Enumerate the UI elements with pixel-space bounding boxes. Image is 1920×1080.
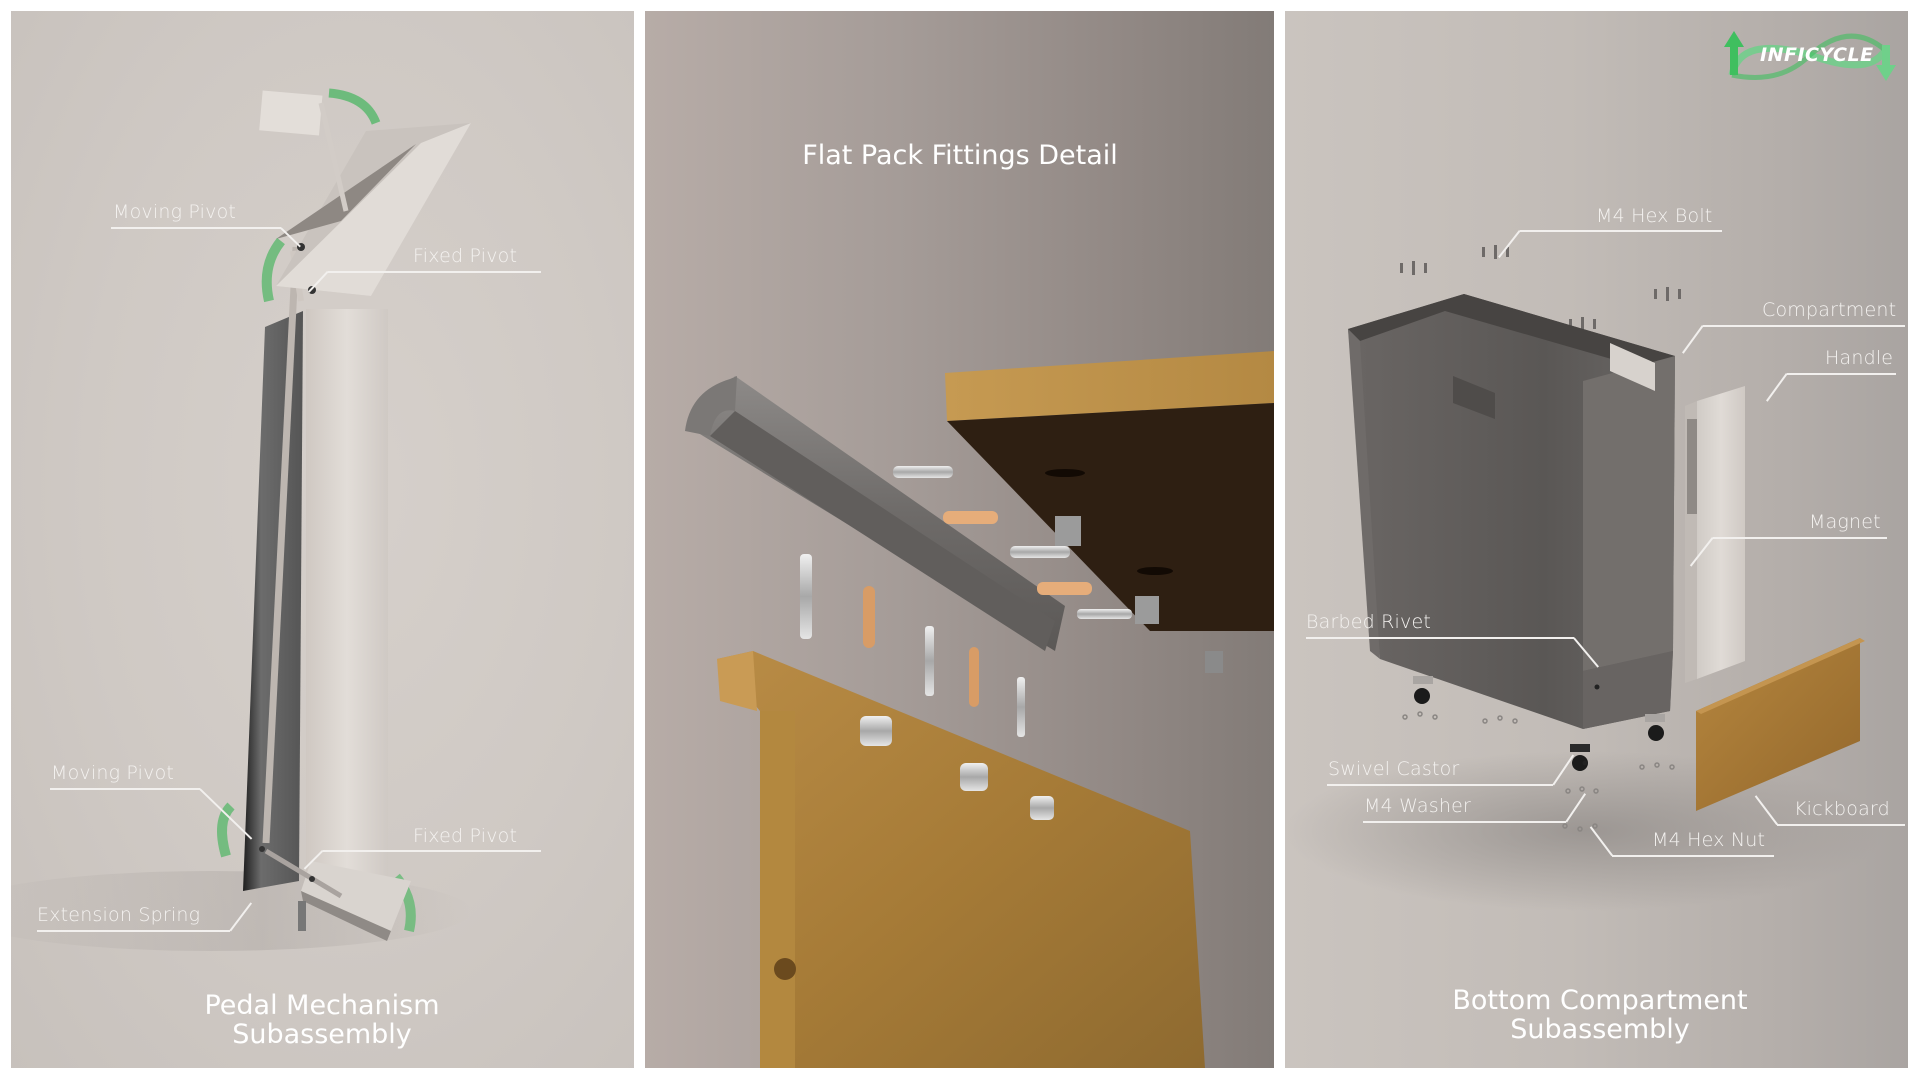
label-m4-washer: M4 Washer (1364, 795, 1471, 817)
leader-line (1777, 824, 1905, 826)
leader-line (1363, 821, 1566, 823)
label-barbed-rivet: Barbed Rivet (1306, 611, 1432, 633)
leader-line (328, 271, 541, 273)
label-fixed-pivot-bottom: Fixed Pivot (413, 825, 518, 847)
label-magnet: Magnet (1809, 511, 1881, 533)
leader-line (1713, 537, 1887, 539)
title-line-2: Subassembly (232, 1019, 412, 1050)
flat-pack-fittings-render (685, 351, 1274, 1068)
pedal-mechanism-panel: Moving Pivot Fixed Pivot Moving Pivot Fi… (11, 11, 634, 1068)
label-swivel-castor: Swivel Castor (1328, 758, 1460, 780)
leader-line (1787, 373, 1896, 375)
panel-title-bottom-compartment: Bottom Compartment Subassembly (1400, 986, 1800, 1044)
leader-line (1703, 325, 1905, 327)
title-line-1: Pedal Mechanism (204, 990, 440, 1021)
label-extension-spring: Extension Spring (37, 904, 201, 926)
label-m4-hex-bolt: M4 Hex Bolt (1596, 205, 1713, 227)
label-kickboard: Kickboard (1794, 798, 1890, 820)
label-handle: Handle (1825, 347, 1894, 369)
leader-line (1306, 637, 1574, 639)
leader-line (1327, 784, 1553, 786)
leader-line (323, 850, 541, 852)
label-moving-pivot-top: Moving Pivot (113, 201, 237, 223)
label-moving-pivot-bottom: Moving Pivot (51, 762, 175, 784)
bottom-compartment-panel: INFICYCLE M4 Hex Bolt Compartment Handle… (1285, 11, 1908, 1068)
inficycle-logo: INFICYCLE (1720, 25, 1900, 87)
leader-line (37, 930, 230, 932)
flat-pack-fittings-panel: Flat Pack Fittings Detail (645, 11, 1274, 1068)
infinity-arrows-icon (1724, 31, 1896, 81)
panel-title-flat-pack-fittings: Flat Pack Fittings Detail (802, 140, 1118, 171)
title-line-2: Subassembly (1510, 1014, 1690, 1045)
panel-title-pedal-mechanism: Pedal Mechanism Subassembly (122, 991, 522, 1049)
label-fixed-pivot-top: Fixed Pivot (413, 245, 518, 267)
leader-line (111, 227, 281, 229)
bottom-compartment-render (1285, 245, 1885, 911)
label-compartment: Compartment (1762, 299, 1897, 321)
leader-line (1520, 230, 1722, 232)
logo-text: INFICYCLE (1760, 44, 1874, 66)
leader-line (1612, 855, 1774, 857)
title-line-1: Bottom Compartment (1452, 985, 1748, 1016)
leader-line (50, 788, 200, 790)
label-m4-hex-nut: M4 Hex Nut (1652, 829, 1766, 851)
